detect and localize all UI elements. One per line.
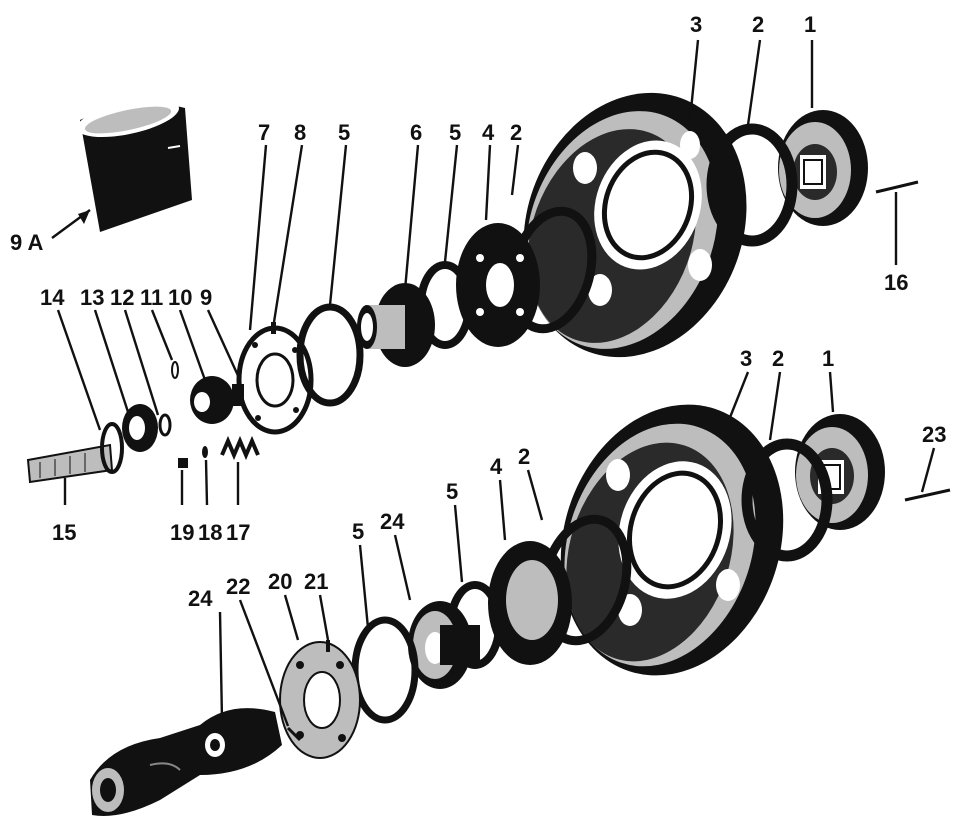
cover-1-bottom [795, 414, 885, 530]
callout-2-top-a: 2 [752, 12, 764, 37]
bearing-13 [122, 404, 158, 452]
callout-15: 15 [52, 520, 76, 545]
gasket-21 [326, 640, 330, 652]
callout-5-top-a: 5 [449, 120, 461, 145]
leader-lines [51, 39, 936, 727]
callout-24-left: 24 [188, 586, 213, 611]
flange-20 [279, 641, 361, 759]
ring-12 [158, 413, 172, 437]
shaft-15 [26, 443, 114, 484]
callout-labels: 1 2 3 2 4 5 6 5 8 7 9 A 14 13 12 11 10 9… [10, 12, 946, 611]
gear-10 [190, 376, 234, 424]
pin-18 [202, 446, 208, 458]
pin-8 [271, 322, 276, 334]
ring-2-bottom-right [741, 438, 833, 562]
cotter-pin-16 [875, 180, 919, 194]
callout-4-top: 4 [482, 120, 495, 145]
ring-11 [171, 361, 179, 379]
flange-7 [236, 325, 314, 435]
plate-4-bottom [488, 541, 572, 665]
callout-20: 20 [268, 569, 292, 594]
callout-5-bottom-a: 5 [446, 479, 458, 504]
callout-1-top: 1 [804, 12, 816, 37]
spring-17 [220, 435, 260, 461]
sleeve-6-top [357, 283, 435, 367]
callout-1-bottom: 1 [822, 346, 834, 371]
cotter-pin-23 [904, 488, 951, 502]
callout-3-top: 3 [690, 12, 702, 37]
callout-9A: 9 A [10, 230, 44, 255]
callout-2-top-b: 2 [510, 120, 522, 145]
callout-10: 10 [168, 285, 192, 310]
callout-16: 16 [884, 270, 908, 295]
callout-8: 8 [294, 120, 306, 145]
bushing-9A [77, 98, 192, 232]
callout-18: 18 [198, 520, 222, 545]
callout-11: 11 [140, 285, 163, 310]
callout-3-bottom: 3 [740, 346, 752, 371]
ring-2-top-right [706, 123, 798, 247]
callout-23: 23 [922, 422, 946, 447]
callout-22: 22 [226, 574, 250, 599]
callout-2-bottom-b: 2 [518, 444, 530, 469]
callout-24-middle: 24 [380, 509, 405, 534]
callout-19: 19 [170, 520, 194, 545]
callout-21: 21 [304, 569, 328, 594]
callout-5-bottom-b: 5 [352, 519, 364, 544]
callout-13: 13 [80, 285, 104, 310]
callout-5-top-b: 5 [338, 120, 350, 145]
washer-5-bottom-left [351, 616, 419, 724]
yoke-24-left [90, 708, 282, 816]
housing-3-top [523, 92, 747, 358]
plate-4-top [456, 223, 540, 347]
callout-7: 7 [258, 120, 270, 145]
callout-17: 17 [226, 520, 250, 545]
key-9 [232, 384, 244, 406]
nut-19 [178, 458, 188, 468]
callout-9: 9 [200, 285, 212, 310]
washer-5-top-left [296, 303, 364, 407]
callout-2-bottom-a: 2 [772, 346, 784, 371]
housing-3-bottom [560, 404, 784, 676]
plate-14 [100, 422, 124, 474]
callout-6: 6 [410, 120, 422, 145]
hub-24-middle [408, 601, 480, 689]
callout-4-bottom: 4 [490, 454, 503, 479]
callout-14: 14 [40, 285, 65, 310]
callout-12: 12 [110, 285, 134, 310]
pin-22 [286, 726, 302, 742]
